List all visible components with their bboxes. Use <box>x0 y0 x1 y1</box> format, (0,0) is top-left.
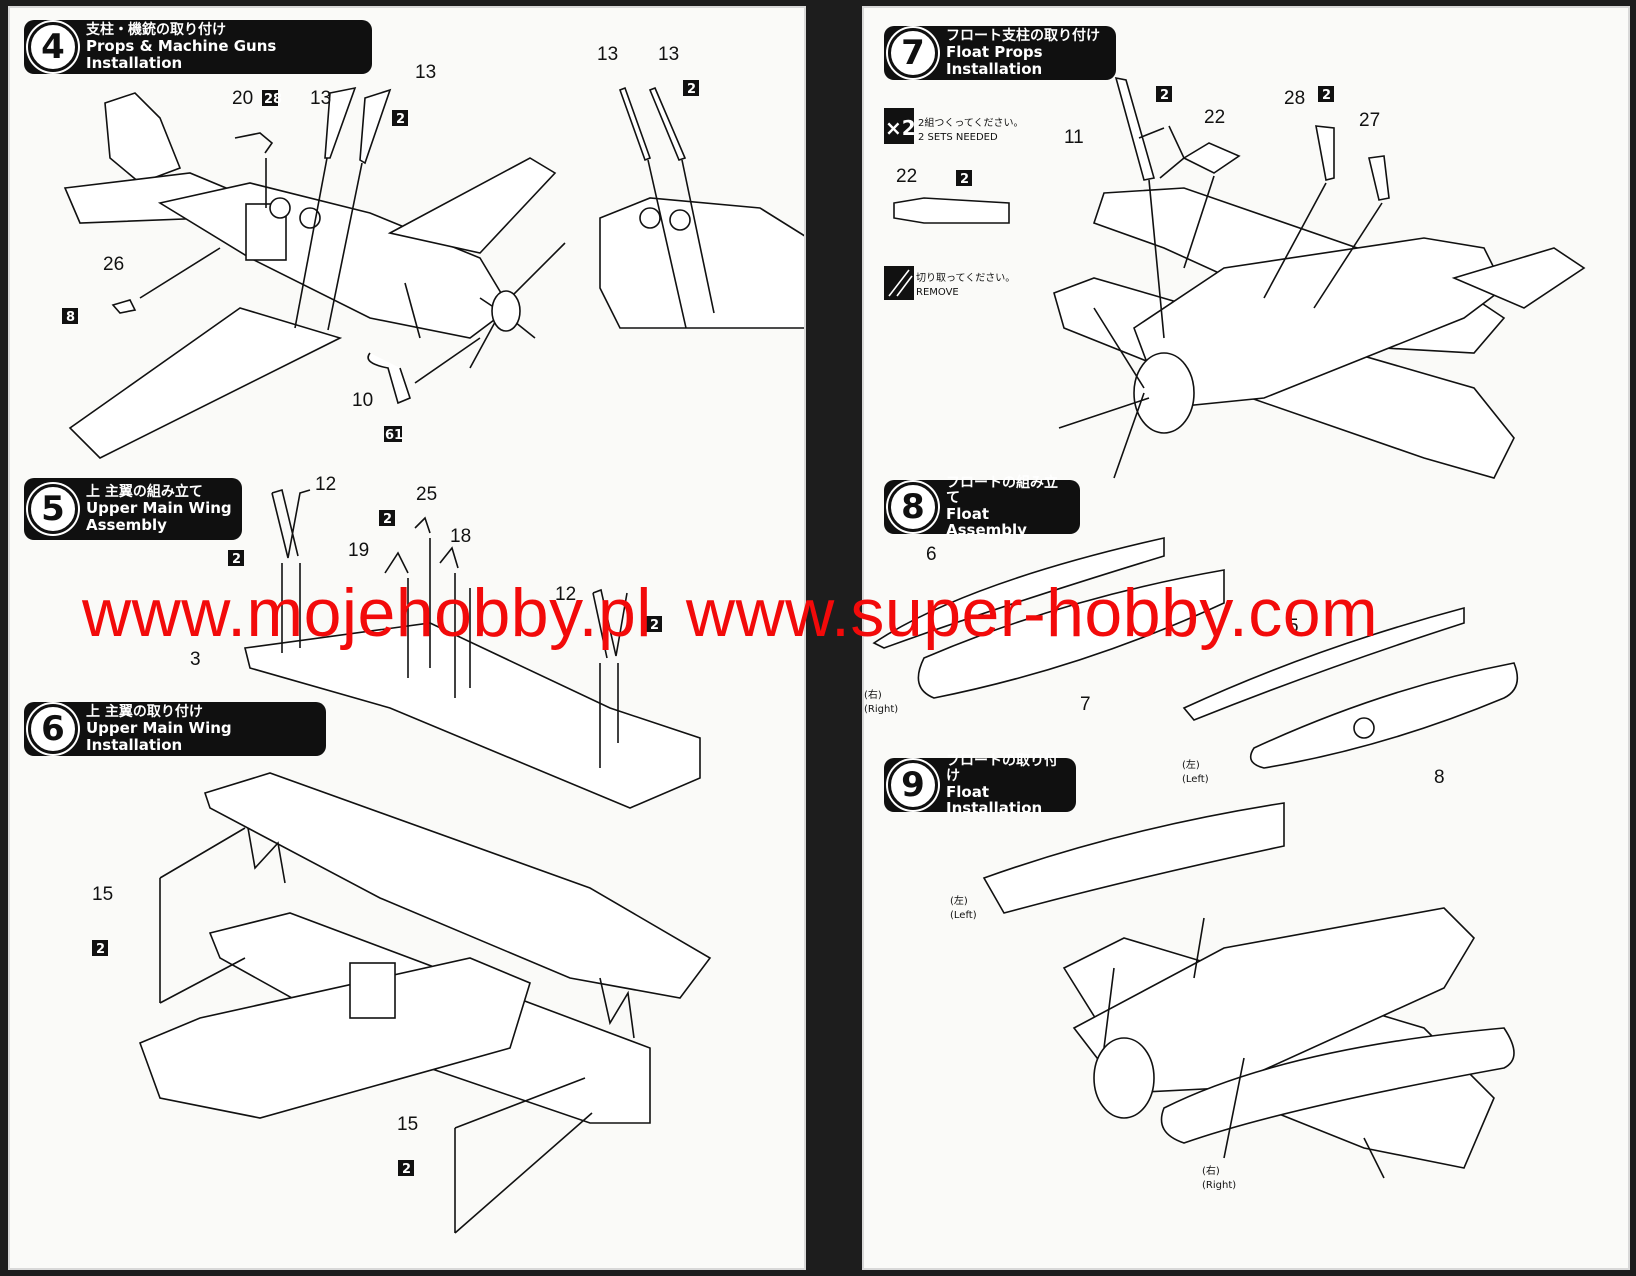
step-title-ja: フロートの組み立て <box>946 474 1058 506</box>
right-page-drawings: ×2 2組つくってください。 2 SETS NEEDED 切り取ってください。 … <box>864 76 1586 1191</box>
part-label-25: 25 <box>416 484 437 505</box>
part-label-18: 18 <box>450 526 471 547</box>
svg-text:2: 2 <box>1160 88 1169 103</box>
part-label-15: 15 <box>92 884 113 905</box>
part-label-13: 13 <box>658 44 679 65</box>
step-title-ja: 上 主翼の取り付け <box>86 704 203 721</box>
step-title-en: Upper Main Wing Assembly <box>86 499 232 534</box>
sprue-box-2: 2 <box>1156 86 1172 103</box>
sprue-box-2: 2 <box>683 80 699 97</box>
part-label-26: 26 <box>103 254 124 275</box>
step-title-ja: 上 主翼の組み立て <box>86 484 203 501</box>
svg-text:2: 2 <box>687 82 696 97</box>
step8-float-illustration <box>872 536 1519 769</box>
sprue-box-2: 2 <box>392 110 408 127</box>
instruction-page-right: 7 フロート支柱の取り付け Float Props Installation 8… <box>862 6 1630 1270</box>
left-side-label-ja: (左) <box>1182 758 1200 771</box>
step5-upper-wing-illustration <box>244 488 701 809</box>
part-label-12: 12 <box>315 474 336 495</box>
svg-text:2: 2 <box>402 1162 411 1177</box>
step4-inset-illustration <box>599 86 804 329</box>
sets-note-en: 2 SETS NEEDED <box>918 132 998 143</box>
part-label-12: 12 <box>555 584 576 605</box>
sprue-box-2: 2 <box>956 170 972 187</box>
step7-aircraft-illustration <box>1053 187 1586 479</box>
sprue-box-8: 8 <box>62 308 78 325</box>
step-5-header: 5 上 主翼の組み立て Upper Main Wing Assembly <box>24 478 242 540</box>
step6-aircraft-illustration <box>138 772 712 1234</box>
svg-text:2: 2 <box>960 172 969 187</box>
part-label-22: 22 <box>1204 107 1225 128</box>
part-label-15: 15 <box>397 1114 418 1135</box>
step-4-header: 4 支柱・機銃の取り付け Props & Machine Guns Instal… <box>24 20 372 74</box>
left-side-label-en: (Left) <box>1182 774 1209 785</box>
step-6-header: 6 上 主翼の取り付け Upper Main Wing Installation <box>24 702 326 756</box>
step-7-header: 7 フロート支柱の取り付け Float Props Installation <box>884 26 1116 80</box>
sprue-box-61: 61 <box>384 426 403 443</box>
sprue-box-2: 2 <box>1318 86 1334 103</box>
right-side-label-en: (Right) <box>1202 1180 1236 1191</box>
part-label-11: 11 <box>1064 127 1084 148</box>
step-number: 7 <box>888 28 938 78</box>
part-label-22: 22 <box>896 166 917 187</box>
part-label-28: 28 <box>1284 88 1305 109</box>
step-9-header: 9 フロートの取り付け Float Installation <box>884 753 1076 816</box>
step4-aircraft-illustration <box>63 92 566 459</box>
sets-multiplier: ×2 <box>885 116 916 140</box>
sets-note-ja: 2組つくってください。 <box>918 116 1024 129</box>
remove-note-en: REMOVE <box>916 287 959 298</box>
svg-text:28: 28 <box>264 92 282 107</box>
part-label-13: 13 <box>415 62 436 83</box>
step-number: 4 <box>28 22 78 72</box>
svg-text:8: 8 <box>66 310 75 325</box>
step-title-en: Float Assembly <box>946 504 1027 540</box>
right-side-label-ja: (右) <box>1202 1164 1220 1177</box>
svg-text:61: 61 <box>385 428 403 443</box>
step-title-ja: フロート支柱の取り付け <box>946 28 1100 45</box>
step-title-en: Float Props Installation <box>946 43 1043 78</box>
svg-text:2: 2 <box>396 112 405 127</box>
part-label-19: 19 <box>348 540 369 561</box>
sprue-box-2: 2 <box>379 510 395 527</box>
right-side-label-en: (Right) <box>864 704 898 715</box>
step-title-ja: 支柱・機銃の取り付け <box>86 22 226 39</box>
part-label-7: 7 <box>1080 694 1091 715</box>
step-title-en: Upper Main Wing Installation <box>86 719 232 754</box>
svg-text:2: 2 <box>383 512 392 527</box>
remove-note-ja: 切り取ってください。 <box>916 272 1015 284</box>
instruction-page-left: 4 支柱・機銃の取り付け Props & Machine Guns Instal… <box>8 6 806 1270</box>
step9-aircraft-illustration <box>982 802 1515 1179</box>
left-page-drawings: 13 13 20 26 10 13 13 12 25 18 19 3 12 15… <box>62 44 804 1234</box>
sprue-box-2: 2 <box>646 616 662 633</box>
left-side-label-ja: (左) <box>950 894 968 907</box>
sprue-box-2: 2 <box>398 1160 414 1177</box>
sprue-box-2: 2 <box>92 940 108 957</box>
part-label-20: 20 <box>232 88 253 109</box>
svg-text:2: 2 <box>1322 88 1331 103</box>
part-label-27: 27 <box>1359 110 1380 131</box>
step-number: 5 <box>28 484 78 534</box>
sprue-box-2: 2 <box>228 550 244 567</box>
step-title-ja: フロートの取り付け <box>946 752 1058 784</box>
part-label-13: 13 <box>597 44 618 65</box>
svg-text:2: 2 <box>232 552 241 567</box>
part-label-5: 5 <box>1288 616 1299 637</box>
part-label-6: 6 <box>926 544 937 565</box>
part-label-3: 3 <box>190 649 201 670</box>
svg-text:2: 2 <box>650 618 659 633</box>
step-number: 6 <box>28 704 78 754</box>
svg-text:2: 2 <box>96 942 105 957</box>
part-label-10: 10 <box>352 390 373 411</box>
sprue-box-28: 28 <box>262 90 282 107</box>
step-title-en: Props & Machine Guns Installation <box>86 37 277 72</box>
step-title-en: Float Installation <box>946 782 1043 818</box>
step-number: 9 <box>888 760 938 810</box>
part-label-13: 13 <box>310 88 331 109</box>
right-side-label-ja: (右) <box>864 688 882 701</box>
part-label-8: 8 <box>1434 767 1445 788</box>
left-side-label-en: (Left) <box>950 910 977 921</box>
step-number: 8 <box>888 482 938 532</box>
step-8-header: 8 フロートの組み立て Float Assembly <box>884 475 1080 538</box>
